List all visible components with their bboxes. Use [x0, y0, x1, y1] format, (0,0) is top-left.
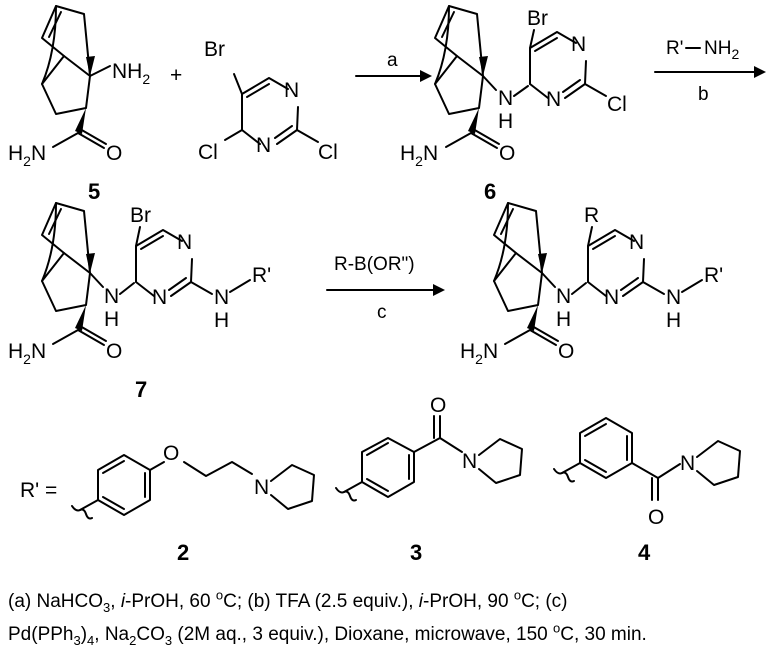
substituent-2-structure: O N	[71, 442, 315, 520]
amino-nh-h-label: H	[104, 308, 119, 331]
substituent-4-structure: O N	[553, 417, 741, 529]
ring-nitrogen-label: N	[571, 33, 586, 56]
anilino-h-label: H	[666, 309, 681, 332]
amino-nh-h-label: H	[498, 110, 513, 133]
conditions-line-2: Pd(PPh3)4, Na2CO3 (2M aq., 3 equiv.), Di…	[8, 620, 647, 648]
compound-label-7: 7	[135, 377, 147, 402]
anilino-h-label: H	[214, 309, 229, 332]
compound-label-5: 5	[88, 179, 100, 204]
ring-nitrogen-label: N	[177, 231, 192, 254]
pyrrolidine-n-label: N	[680, 452, 695, 475]
compound-5-structure: NH2 H2N O	[8, 5, 150, 169]
anilino-n-label: N	[666, 286, 681, 309]
carbonyl-oxygen-label: O	[106, 142, 122, 165]
amino-nh-n-label: N	[104, 285, 119, 308]
chloro-label: Cl	[318, 141, 338, 164]
bromo-label: Br	[527, 7, 548, 30]
step-label-a: a	[387, 50, 398, 71]
anilino-n-label: N	[214, 286, 229, 309]
ring-nitrogen-label: N	[152, 286, 167, 309]
amine-nh2-label: NH2	[112, 60, 150, 87]
pyrrolidine-n-label: N	[462, 450, 477, 473]
amino-nh-h-label: H	[556, 308, 571, 331]
step-label-b: b	[698, 84, 709, 105]
carbonyl-oxygen-label: O	[499, 142, 515, 165]
compound-label-6: 6	[484, 179, 496, 204]
ether-oxygen-label: O	[163, 442, 179, 465]
r-prime-label: R'	[704, 264, 723, 287]
ring-nitrogen-label: N	[604, 286, 619, 309]
r-group-label: R	[584, 204, 599, 227]
reaction-arrow-b: R' NH2 b	[654, 38, 766, 105]
reaction-arrow-c: R-B(OR") c	[326, 254, 445, 323]
r-prime-equals-label: R' =	[20, 479, 57, 502]
carbonyl-oxygen-label: O	[106, 340, 122, 363]
compound-label-2: 2	[177, 540, 189, 565]
substituent-3-structure: O N	[335, 394, 523, 502]
carbonyl-oxygen-label: O	[558, 340, 574, 363]
reaction-arrow-a: a	[355, 50, 432, 82]
reaction-conditions: (a) NaHCO3, i-PrOH, 60 oC; (b) TFA (2.5 …	[8, 585, 776, 651]
conditions-line-1: (a) NaHCO3, i-PrOH, 60 oC; (b) TFA (2.5 …	[8, 587, 568, 615]
bromo-label: Br	[204, 38, 225, 61]
chloro-label: Cl	[607, 93, 627, 116]
carbonyl-oxygen-label: O	[648, 506, 664, 529]
r-prime-label: R'	[252, 264, 271, 287]
bromo-label: Br	[130, 204, 151, 227]
amide-nh2-label: H2N	[8, 340, 46, 367]
amide-nh2-label: H2N	[400, 142, 438, 169]
amide-nh2-label: H2N	[460, 340, 498, 367]
pyrrolidine-n-label: N	[254, 476, 269, 499]
ring-nitrogen-label: N	[546, 88, 561, 111]
step-label-c: c	[377, 302, 387, 323]
ring-nitrogen-label: N	[256, 134, 271, 157]
compound-label-4: 4	[638, 540, 651, 565]
amino-nh-n-label: N	[556, 285, 571, 308]
amino-nh-n-label: N	[498, 87, 513, 110]
compound-7-structure: N H Br N N N H R' H2N O	[8, 202, 271, 367]
step-b-reagent: R'	[666, 38, 683, 59]
ring-nitrogen-label: N	[629, 231, 644, 254]
chloro-label: Cl	[198, 141, 218, 164]
final-product-structure: N H R N N N H R' H2N O	[460, 202, 723, 367]
compound-6-structure: N H Br N N Cl H2N O	[400, 5, 627, 169]
step-b-amine: NH2	[704, 38, 739, 62]
amide-nh2-label: H2N	[8, 142, 46, 169]
step-c-reagent: R-B(OR")	[334, 254, 415, 275]
compound-label-3: 3	[410, 540, 422, 565]
ring-nitrogen-label: N	[284, 79, 299, 102]
dichloropyrimidine-structure: Br N N Cl Cl	[198, 38, 338, 164]
carbonyl-oxygen-label: O	[430, 394, 446, 417]
plus-sign: +	[170, 64, 182, 87]
